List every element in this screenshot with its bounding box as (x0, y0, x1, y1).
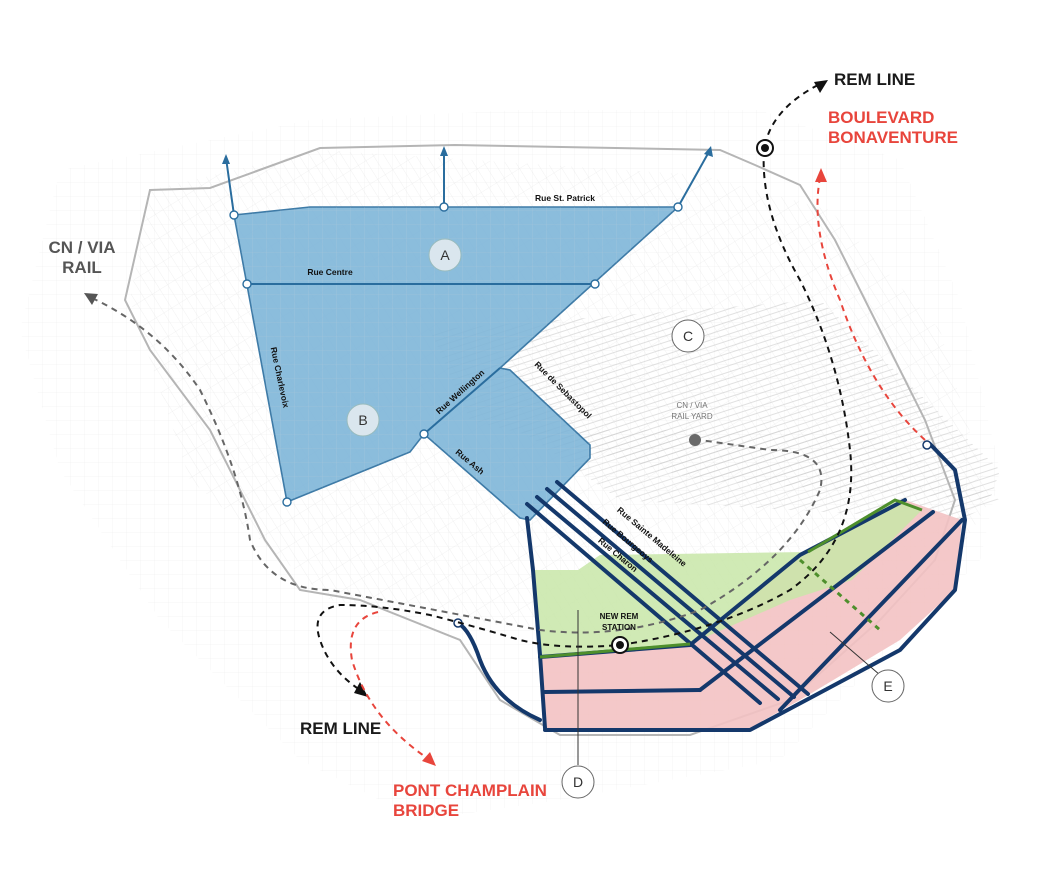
boulevard-bonaventure-label: BOULEVARD BONAVENTURE (828, 108, 958, 148)
new-rem-station-label-1: NEW REM (600, 612, 639, 621)
pont-champlain-arrowhead (422, 752, 436, 766)
blue-nodes (229, 202, 683, 507)
rem-station-north-icon (756, 139, 774, 157)
new-rem-station-label-2: STATION (602, 623, 636, 632)
zone-e-marker: E (871, 669, 905, 703)
bonaventure-arrowhead (815, 168, 827, 182)
zone-e-leader (829, 631, 881, 676)
pont-champlain-line (349, 611, 431, 761)
blue-streets (225, 149, 711, 435)
rem-arrowhead-top (814, 80, 828, 93)
zone-d-marker: D (561, 765, 595, 799)
pont-line-1: PONT CHAMPLAIN (393, 781, 547, 800)
rem-line-bottom-label: REM LINE (300, 719, 382, 738)
street-label-st-patrick: Rue St. Patrick (535, 193, 595, 203)
green-dotted-line (799, 558, 881, 632)
pont-champlain-label: PONT CHAMPLAIN BRIDGE (393, 781, 547, 821)
svg-text:C: C (683, 328, 693, 344)
rem-line-top-label: REM LINE (834, 70, 916, 89)
svg-text:D: D (573, 774, 583, 790)
rem-arrowhead-bottom (354, 682, 368, 697)
svg-text:B: B (358, 412, 367, 428)
rail-yard-label-1: CN / VIA (676, 401, 708, 410)
cn-via-line-1: CN / VIA (48, 238, 116, 257)
zone-c-marker: C (671, 319, 705, 353)
zone-d-area (533, 500, 922, 657)
svg-text:E: E (883, 678, 892, 694)
new-rem-station-icon (611, 636, 629, 654)
cn-via-arrowhead (84, 293, 98, 305)
boulevard-line-1: BOULEVARD (828, 108, 935, 127)
zone-a-marker: A (428, 238, 462, 272)
navy-node-east (922, 440, 932, 450)
rem-line (316, 84, 853, 691)
rail-yard-label-2: RAIL YARD (671, 412, 712, 421)
svg-text:A: A (440, 247, 450, 263)
street-label-centre: Rue Centre (307, 267, 353, 277)
cn-via-line-2: RAIL (62, 258, 102, 277)
cn-via-rail-line (91, 297, 823, 634)
bonaventure-line (816, 177, 926, 441)
boulevard-line-2: BONAVENTURE (828, 128, 959, 147)
pont-line-2: BRIDGE (393, 801, 460, 820)
navy-roads (456, 442, 967, 732)
zone-ab-texture (234, 207, 678, 520)
cn-via-rail-label: CN / VIA RAIL (42, 238, 122, 278)
blue-arrowheads (222, 146, 713, 164)
zone-b-marker: B (346, 403, 380, 437)
rail-yard-point (689, 434, 701, 446)
